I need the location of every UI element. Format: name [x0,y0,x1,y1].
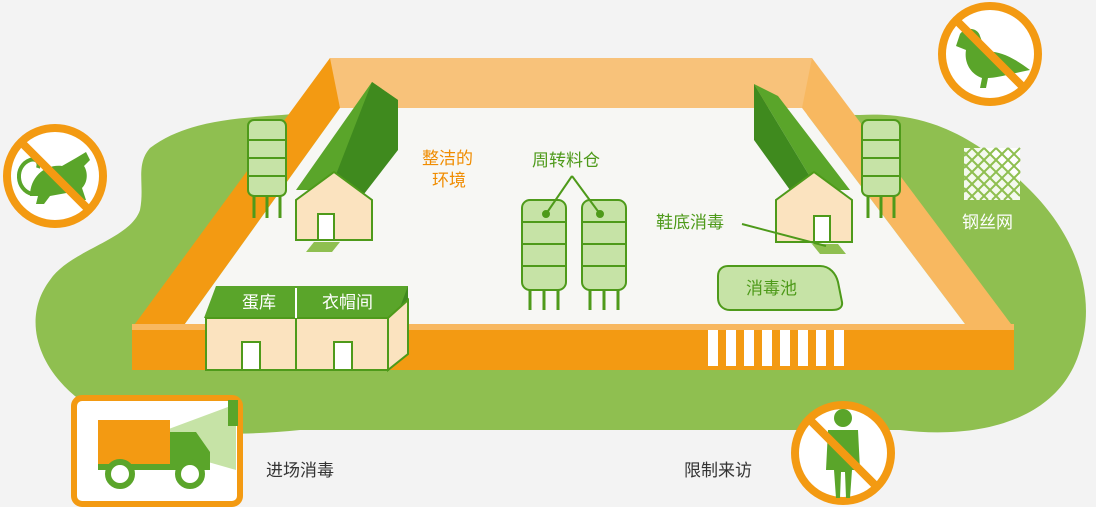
no-rat-icon [3,124,107,228]
restrict-visitors-label: 限制来访 [684,461,752,481]
entry-disinfection-label: 进场消毒 [266,461,334,481]
no-visitor-icon [791,401,895,505]
disinfection-pool-label: 消毒池 [746,279,797,299]
disinfection-pool-shape [717,265,844,311]
left-barn [295,82,398,252]
truck-disinfection-icon [71,395,243,507]
changing-room-label: 衣帽间 [322,293,373,313]
turnover-silo-right [581,199,627,310]
wire-mesh-icon [963,147,1021,201]
right-barn [754,84,853,254]
turnover-silo-label: 周转料仓 [532,151,600,171]
left-outer-silo [247,119,287,218]
gate-disinfection-stripes [708,330,844,366]
clean-environment-label-line1: 整洁的 [422,149,473,169]
wire-mesh-label: 钢丝网 [962,213,1013,233]
right-wall [802,58,1014,328]
left-wall [132,58,340,328]
egg-storage-label: 蛋库 [242,293,276,313]
no-bird-icon [938,2,1042,106]
right-outer-silo [861,119,901,218]
shoe-disinfection-label: 鞋底消毒 [656,213,724,233]
back-wall [330,58,812,108]
turnover-silo-left [521,199,567,310]
gate-buildings [204,286,409,373]
front-wall-top [132,324,1014,330]
clean-environment-label-line2: 环境 [432,171,466,191]
shoe-disinfection-pointer [741,223,827,247]
silo-pointer-lines [542,175,604,218]
